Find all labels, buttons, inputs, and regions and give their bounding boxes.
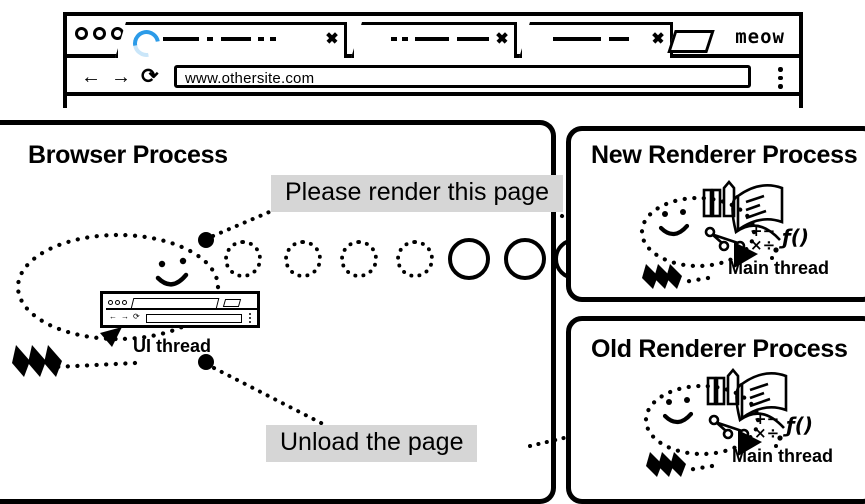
- task-circle-dotted-2: [284, 240, 322, 278]
- unload-request-bubble: Unload the page: [266, 425, 478, 462]
- back-arrow-icon[interactable]: ←: [81, 66, 101, 88]
- browser-toolbar: ← → ⟳ www.othersite.com: [67, 58, 799, 96]
- ui-thread-smiley-icon: [155, 257, 189, 287]
- ui-thread-label: UI thread: [133, 336, 212, 356]
- svg-text:×÷: ×÷: [754, 424, 779, 442]
- old-renderer-process-panel: Old Renderer Process: [566, 316, 865, 504]
- tab-title-placeholder: [163, 37, 323, 41]
- new-renderer-thread-loop: [639, 195, 758, 289]
- new-renderer-docs-icon: +− ×÷ ƒ(): [702, 179, 809, 260]
- browser-page-area: [67, 96, 799, 108]
- browser-tab-3[interactable]: [519, 22, 673, 58]
- tab-strip: meow: [67, 16, 799, 63]
- svg-text:ƒ(): ƒ(): [778, 225, 809, 249]
- old-renderer-docs-icon: +− ×÷ ƒ(): [706, 367, 813, 448]
- render-request-bubble: Please render this page: [271, 175, 564, 212]
- window-control-dot-1[interactable]: [75, 27, 88, 40]
- old-renderer-process-title: Old Renderer Process: [591, 335, 848, 363]
- svg-text:ƒ(): ƒ(): [782, 413, 813, 437]
- task-circle-solid-2: [504, 238, 546, 280]
- new-renderer-process-panel: New Renderer Process: [566, 126, 865, 302]
- ui-thread-loop: [12, 232, 221, 377]
- new-tab-button[interactable]: [667, 30, 715, 53]
- tab-title-placeholder: [391, 37, 501, 41]
- kebab-menu-icon[interactable]: [778, 67, 783, 93]
- task-circle-dotted-3: [340, 240, 378, 278]
- browser-window: meow ← → ⟳ www.othersite.com: [63, 12, 803, 108]
- ui-thread-browser-icon: ← → ⟳: [100, 291, 260, 328]
- old-renderer-thread-loop: [643, 383, 762, 477]
- url-text: www.othersite.com: [185, 70, 315, 87]
- unload-message-connector: [198, 354, 325, 426]
- render-message-connector: [198, 205, 283, 248]
- tab-close-icon[interactable]: [325, 31, 338, 44]
- reload-icon[interactable]: ⟳: [141, 65, 159, 88]
- svg-text:+−: +−: [754, 410, 779, 428]
- new-renderer-process-title: New Renderer Process: [591, 141, 858, 169]
- browser-tab-1[interactable]: [115, 22, 347, 63]
- new-renderer-main-thread-label: Main thread: [728, 258, 830, 278]
- browser-process-title: Browser Process: [28, 141, 228, 169]
- task-circle-solid-1: [448, 238, 490, 280]
- old-renderer-main-thread-label: Main thread: [732, 446, 834, 466]
- svg-text:+−: +−: [750, 222, 775, 240]
- old-renderer-smiley-icon: [662, 397, 694, 425]
- forward-arrow-icon[interactable]: →: [111, 66, 131, 88]
- task-circle-dotted-1: [224, 240, 262, 278]
- task-circle-dotted-4: [396, 240, 434, 278]
- tab-title-placeholder: [553, 37, 653, 41]
- tab-close-icon[interactable]: [495, 31, 508, 44]
- browser-tab-2[interactable]: [351, 22, 517, 58]
- svg-text:×÷: ×÷: [750, 236, 775, 254]
- url-bar[interactable]: www.othersite.com: [174, 65, 751, 88]
- browser-brand-label: meow: [735, 26, 785, 48]
- tab-close-icon[interactable]: [651, 31, 664, 44]
- new-renderer-smiley-icon: [658, 209, 690, 237]
- window-control-dot-2[interactable]: [93, 27, 106, 40]
